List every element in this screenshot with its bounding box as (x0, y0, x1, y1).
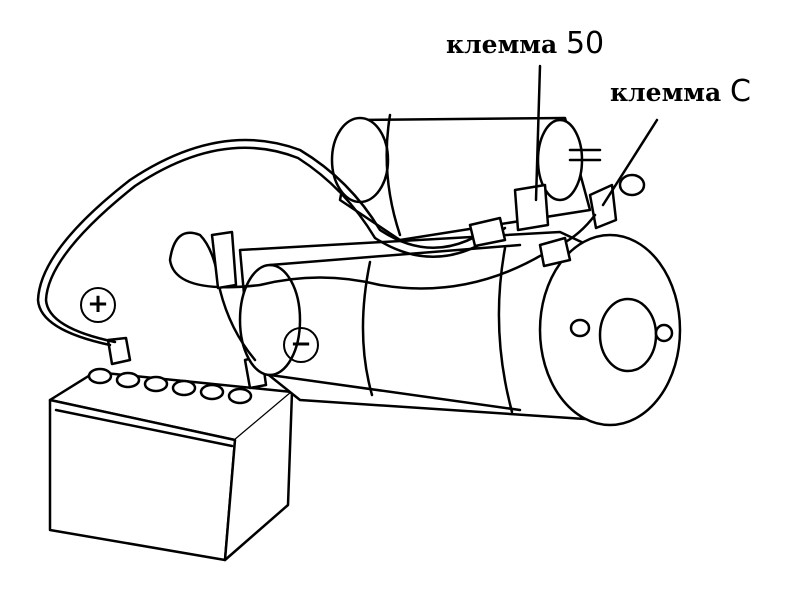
leader-terminal-50 (534, 64, 542, 202)
leader-terminal-c (601, 118, 659, 207)
terminal-stud (568, 148, 602, 162)
label-letter: C (729, 74, 751, 109)
label-word: клемма (610, 78, 722, 107)
label-number: 50 (565, 26, 605, 61)
starter-motor (238, 113, 682, 427)
positive-terminal-clamp (106, 336, 132, 366)
solenoid (330, 113, 646, 242)
label-terminal-50: клемма 50 (446, 26, 604, 61)
test-cables (36, 138, 597, 362)
negative-symbol: − (283, 327, 319, 363)
battery-cell-caps (87, 367, 253, 405)
terminal-50 (513, 183, 550, 232)
label-terminal-c: клемма C (610, 74, 751, 109)
positive-symbol: + (80, 287, 116, 323)
battery (48, 336, 294, 562)
label-word: клемма (446, 30, 558, 59)
